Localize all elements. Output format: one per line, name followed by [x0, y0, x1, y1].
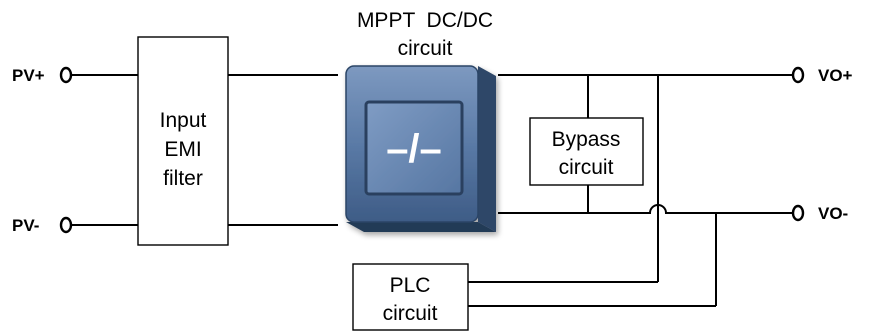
- input-emi-filter-label-line1: Input: [160, 109, 207, 132]
- plc-label-line1: PLC: [390, 274, 431, 297]
- converter-inner-panel: [364, 100, 464, 196]
- converter-symbol: –/–: [386, 127, 442, 171]
- terminal-pv-plus: [59, 66, 73, 84]
- dc-dc-converter-icon: –/–: [345, 65, 496, 232]
- label-vo-minus: VO-: [818, 204, 848, 223]
- bypass-label-line1: Bypass: [552, 128, 621, 151]
- terminal-vo-minus: [791, 204, 805, 222]
- label-pv-plus: PV+: [12, 66, 45, 85]
- input-emi-filter-label-line2: EMI: [164, 138, 201, 161]
- plc-label-line2: circuit: [383, 302, 438, 325]
- input-emi-filter-block: [137, 36, 229, 246]
- label-pv-minus: PV-: [12, 216, 39, 235]
- bypass-label-line2: circuit: [559, 156, 614, 179]
- input-emi-filter-label-line3: filter: [163, 167, 203, 190]
- mppt-label-line1: MPPT DC/DC: [357, 9, 493, 32]
- converter-bottom-edge: [346, 222, 496, 232]
- label-vo-plus: VO+: [818, 66, 853, 85]
- terminal-vo-plus: [791, 66, 805, 84]
- bypass-circuit-block: [529, 117, 644, 186]
- terminal-pv-minus: [59, 216, 73, 234]
- converter-side: [478, 66, 496, 232]
- mppt-label-line2: circuit: [398, 37, 453, 60]
- wire-vo-minus: [498, 204, 792, 214]
- plc-circuit-block: [352, 263, 469, 331]
